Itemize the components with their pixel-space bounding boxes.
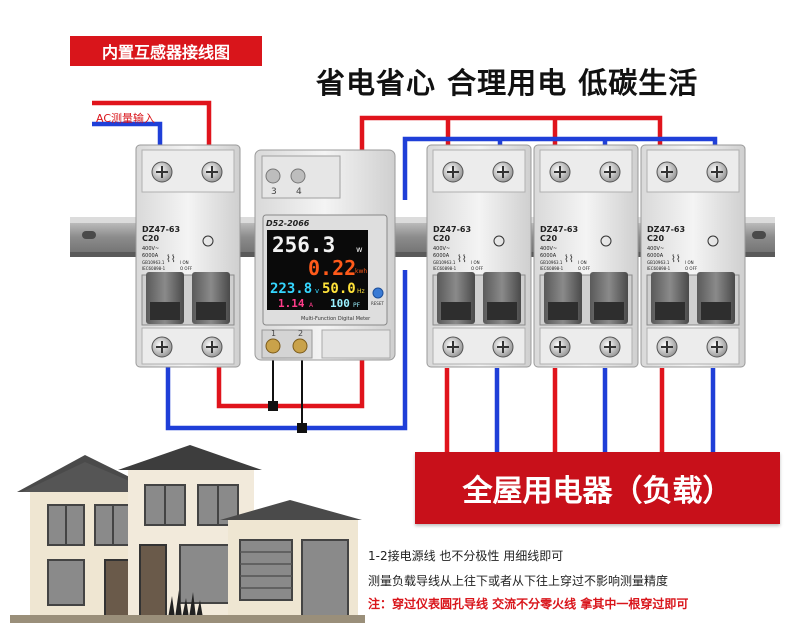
breaker-capacity-spec: 6000A (142, 253, 159, 259)
ce-mark-icon (707, 235, 719, 247)
lcd-screen (267, 230, 368, 310)
energy-meter: 3 4 D52-2066 256.3 w 0.22 kwh 223.8 v 50… (254, 149, 396, 361)
breaker-symbol-icon: ⌇⌇ (166, 254, 176, 265)
lcd-voltage-value: 223.8 (270, 281, 312, 297)
lcd-current-unit: A (309, 302, 314, 309)
breaker-rating: C20 (433, 234, 450, 243)
ac-input-live-wire (92, 100, 212, 150)
ac-input-label: AC测量输入 (96, 112, 156, 125)
lcd-power-unit: w (356, 245, 363, 254)
meter-caption: Multi-Function Digital Meter (301, 316, 371, 322)
breaker-rating: C20 (142, 234, 159, 243)
ac-input-neutral-wire (92, 121, 163, 150)
breaker-voltage-spec: 400V~ (142, 246, 159, 252)
load-label: 全屋用电器（负载） (415, 452, 780, 524)
breaker-on-label: I ON (471, 260, 480, 265)
lcd-frequency-unit: Hz (357, 288, 365, 295)
ce-mark-icon (493, 235, 505, 247)
breaker-symbol-icon: ⌇⌇ (457, 254, 467, 265)
lcd-energy-value: 0.22 (308, 256, 356, 280)
breaker-off-label: O OFF (180, 266, 193, 271)
breaker-capacity-spec: 6000A (433, 253, 450, 259)
breaker-standard-2: IEC60898-1 (142, 266, 166, 271)
title-badge: 内置互感器接线图 (70, 36, 262, 66)
ce-mark-icon (600, 235, 612, 247)
breaker-on-label: I ON (578, 260, 587, 265)
breaker-off-label: O OFF (685, 266, 698, 271)
breaker-standard-2: IEC60898-1 (647, 266, 671, 271)
lcd-power-value: 256.3 (272, 233, 335, 257)
breaker-standard-1: GB10963.1 (142, 260, 165, 265)
breaker-off-label: O OFF (578, 266, 591, 271)
meter-terminal-4: 4 (296, 187, 302, 197)
note-line-3: 注：穿过仪表圆孔导线 交流不分零火线 拿其中一根穿过即可 (368, 597, 689, 611)
breaker-standard-2: IEC60898-1 (540, 266, 564, 271)
breaker-model: DZ47-63 (540, 225, 578, 234)
circuit-breakers: DZ47-63C20400V~6000AGB10963.1IEC60898-1I… (135, 144, 746, 368)
breaker-standard-1: GB10963.1 (647, 260, 670, 265)
reset-button[interactable] (372, 287, 384, 299)
breaker-symbol-icon: ⌇⌇ (564, 254, 574, 265)
lcd-current-value: 1.14 (278, 297, 305, 310)
lcd-frequency-value: 50.0 (322, 281, 356, 297)
house-illustration (10, 445, 365, 623)
lcd-energy-unit: kwh (355, 268, 367, 275)
meter-terminal-1: 1 (271, 329, 276, 338)
breaker-voltage-spec: 400V~ (433, 246, 450, 252)
breaker-model: DZ47-63 (647, 225, 685, 234)
lcd-voltage-unit: v (315, 287, 319, 295)
slogan: 省电省心 合理用电 低碳生活 (316, 66, 699, 100)
main-neutral-out-wire (165, 270, 408, 431)
meter-terminal-2: 2 (298, 329, 303, 338)
breaker-standard-2: IEC60898-1 (433, 266, 457, 271)
breaker-on-label: I ON (685, 260, 694, 265)
breaker-voltage-spec: 400V~ (540, 246, 557, 252)
breaker-symbol-icon: ⌇⌇ (671, 254, 681, 265)
breaker-capacity-spec: 6000A (540, 253, 557, 259)
lcd-pf-value: 100 (330, 297, 350, 310)
breaker-voltage-spec: 400V~ (647, 246, 664, 252)
breaker-rating: C20 (647, 234, 664, 243)
breaker-rating: C20 (540, 234, 557, 243)
breaker-capacity-spec: 6000A (647, 253, 664, 259)
breaker-model: DZ47-63 (142, 225, 180, 234)
bottom-wiring (165, 270, 716, 455)
breaker-model: DZ47-63 (433, 225, 471, 234)
note-line-2: 测量负载导线从上往下或者从下往上穿过不影响测量精度 (368, 574, 669, 588)
breaker-standard-1: GB10963.1 (540, 260, 563, 265)
meter-model: D52-2066 (266, 219, 310, 228)
ce-mark-icon (202, 235, 214, 247)
breaker-off-label: O OFF (471, 266, 484, 271)
reset-label: RESET (371, 301, 384, 306)
breaker-standard-1: GB10963.1 (433, 260, 456, 265)
lcd-pf-unit: PF (353, 302, 361, 309)
meter-terminal-3: 3 (271, 187, 277, 197)
breaker-on-label: I ON (180, 260, 189, 265)
note-line-1: 1-2接电源线 也不分极性 用细线即可 (368, 549, 564, 563)
